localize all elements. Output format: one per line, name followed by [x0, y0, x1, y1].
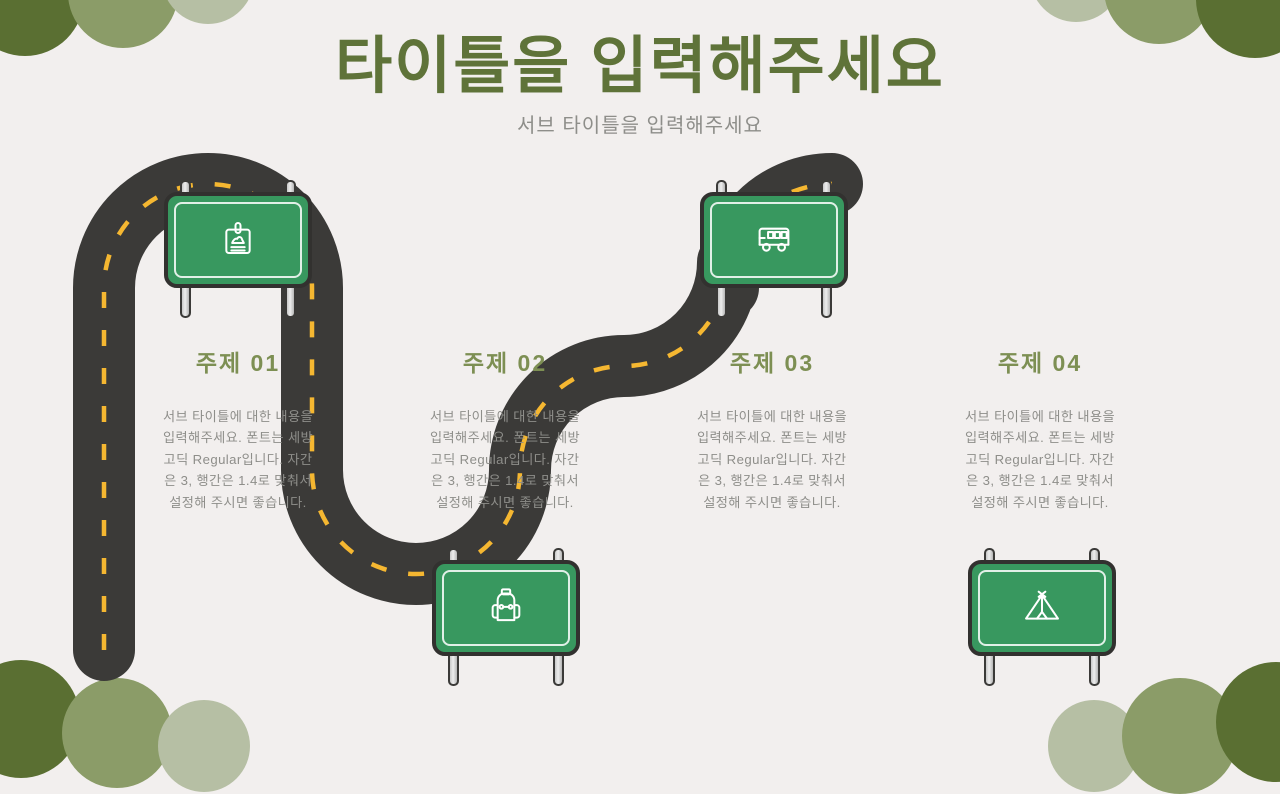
tent-icon: [1021, 586, 1063, 631]
topic-body-04: 서브 타이틀에 대한 내용을 입력해주세요. 폰트는 세방고딕 Regular입…: [964, 409, 1116, 510]
topic-title-04: 주제 04: [997, 350, 1083, 376]
sign-board-2[interactable]: [432, 560, 580, 656]
bus-icon: [752, 218, 796, 263]
road-sign-3[interactable]: [700, 180, 848, 326]
topic-block-02: 주제 02 서브 타이틀에 대한 내용을 입력해주세요. 폰트는 세방고딕 Reg…: [425, 344, 585, 513]
road-sign-2[interactable]: [432, 548, 580, 694]
topic-body-01: 서브 타이틀에 대한 내용을 입력해주세요. 폰트는 세방고딕 Regular입…: [162, 409, 314, 510]
road-sign-4[interactable]: [968, 548, 1116, 694]
topic-title-01: 주제 01: [195, 350, 281, 376]
topic-title-03: 주제 03: [729, 350, 815, 376]
page-subtitle: 서브 타이틀을 입력해주세요: [517, 115, 763, 138]
topic-title-02: 주제 02: [462, 350, 548, 376]
topic-body-03: 서브 타이틀에 대한 내용을 입력해주세요. 폰트는 세방고딕 Regular입…: [696, 409, 848, 510]
sign-board-1[interactable]: [164, 192, 312, 288]
topic-block-04: 주제 04 서브 타이틀에 대한 내용을 입력해주세요. 폰트는 세방고딕 Reg…: [960, 344, 1120, 513]
backpack-icon: [486, 585, 526, 632]
slide-header: 타이틀을 입력해주세요 서브 타이틀을 입력해주세요: [0, 34, 1280, 138]
road-sign-1[interactable]: [164, 180, 312, 326]
id-badge-icon: [218, 218, 258, 263]
topic-block-01: 주제 01 서브 타이틀에 대한 내용을 입력해주세요. 폰트는 세방고딕 Reg…: [158, 344, 318, 513]
topic-block-03: 주제 03 서브 타이틀에 대한 내용을 입력해주세요. 폰트는 세방고딕 Reg…: [692, 344, 852, 513]
page-title: 타이틀을 입력해주세요: [335, 32, 945, 101]
sign-board-3[interactable]: [700, 192, 848, 288]
sign-board-4[interactable]: [968, 560, 1116, 656]
topic-body-02: 서브 타이틀에 대한 내용을 입력해주세요. 폰트는 세방고딕 Regular입…: [429, 409, 581, 510]
